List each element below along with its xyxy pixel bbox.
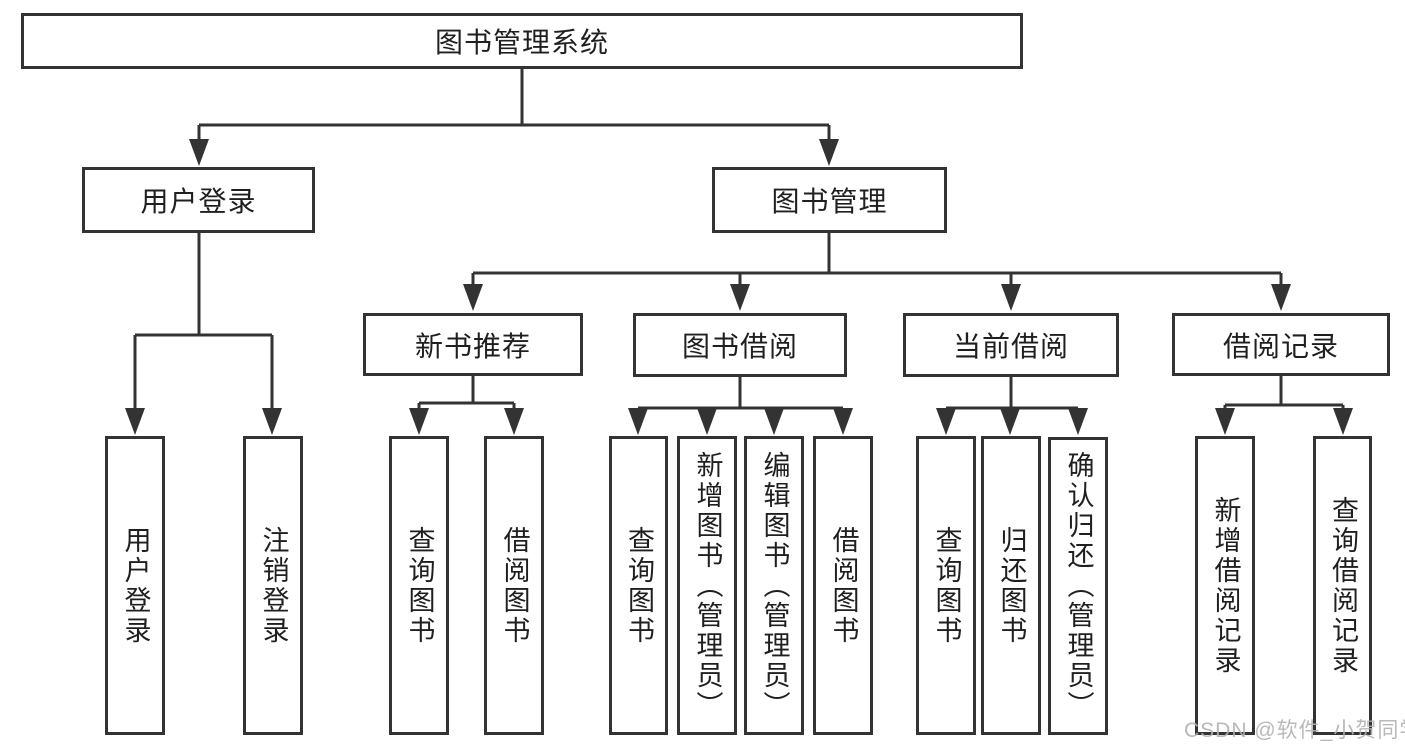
csdn-watermark: CSDN @软件_小贺同学 bbox=[1184, 719, 1405, 742]
leaf-query-books-borrow: 查询图书 bbox=[609, 436, 668, 735]
node-library-management-system: 图书管理系统 bbox=[21, 13, 1023, 69]
node-book-borrowing: 图书借阅 bbox=[633, 313, 847, 377]
leaf-return-books: 归还图书 bbox=[981, 436, 1041, 735]
node-user-login: 用户登录 bbox=[82, 167, 315, 233]
leaf-label: 查询图书 bbox=[931, 525, 962, 646]
node-label: 图书借阅 bbox=[681, 331, 798, 362]
leaf-label: 用户登录 bbox=[120, 525, 151, 646]
leaf-label: 编辑图书（管理员） bbox=[759, 450, 790, 721]
leaf-user-login: 用户登录 bbox=[105, 436, 165, 735]
leaf-label: 归还图书 bbox=[996, 525, 1027, 646]
arrowheads bbox=[125, 139, 1353, 435]
leaf-label: 新增图书（管理员） bbox=[692, 450, 723, 721]
leaf-borrow-books-recommend: 借阅图书 bbox=[484, 436, 544, 735]
leaf-query-books-recommend: 查询图书 bbox=[389, 436, 449, 735]
leaf-add-borrow-record: 新增借阅记录 bbox=[1195, 436, 1255, 735]
leaf-logout: 注销登录 bbox=[243, 436, 303, 735]
leaf-label: 借阅图书 bbox=[828, 525, 859, 646]
node-new-book-recommendation: 新书推荐 bbox=[363, 313, 583, 376]
node-label: 新书推荐 bbox=[414, 330, 531, 362]
node-label: 用户登录 bbox=[140, 186, 257, 217]
leaf-label: 查询借阅记录 bbox=[1328, 495, 1358, 676]
leaf-label: 借阅图书 bbox=[499, 525, 530, 646]
leaf-label: 新增借阅记录 bbox=[1210, 495, 1241, 676]
leaf-add-book-admin: 新增图书（管理员） bbox=[677, 436, 737, 735]
leaf-label: 查询图书 bbox=[404, 525, 435, 646]
node-borrowing-records: 借阅记录 bbox=[1172, 313, 1390, 376]
node-label: 借阅记录 bbox=[1222, 330, 1339, 362]
node-book-management: 图书管理 bbox=[712, 167, 947, 233]
leaf-borrow-books: 借阅图书 bbox=[813, 436, 873, 735]
node-label: 图书管理系统 bbox=[434, 27, 609, 58]
node-current-borrowing: 当前借阅 bbox=[903, 313, 1119, 377]
leaf-query-books-current: 查询图书 bbox=[916, 436, 976, 735]
leaf-edit-book-admin: 编辑图书（管理员） bbox=[744, 436, 804, 735]
leaf-label: 查询图书 bbox=[624, 525, 654, 646]
node-label: 图书管理 bbox=[771, 186, 888, 217]
leaf-confirm-return-admin: 确认归还（管理员） bbox=[1048, 437, 1108, 735]
leaf-label: 注销登录 bbox=[258, 525, 289, 646]
node-label: 当前借阅 bbox=[952, 331, 1069, 362]
leaf-label: 确认归还（管理员） bbox=[1063, 451, 1094, 721]
leaf-query-borrow-record: 查询借阅记录 bbox=[1313, 436, 1372, 735]
